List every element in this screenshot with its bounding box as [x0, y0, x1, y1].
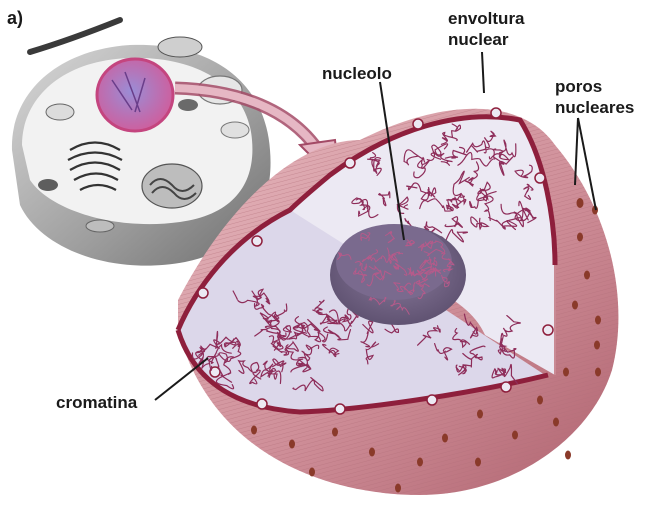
- panel-label: a): [7, 9, 23, 28]
- label-nuclear-envelope-line1: envoltura: [448, 9, 525, 28]
- label-nuclear-envelope-line2: nuclear: [448, 30, 508, 49]
- label-nuclear-pores-line2: nucleares: [555, 98, 634, 117]
- label-nuclear-pores-line1: poros: [555, 77, 602, 96]
- label-nucleolus: nucleolo: [322, 64, 392, 83]
- label-chromatin: cromatina: [56, 393, 137, 412]
